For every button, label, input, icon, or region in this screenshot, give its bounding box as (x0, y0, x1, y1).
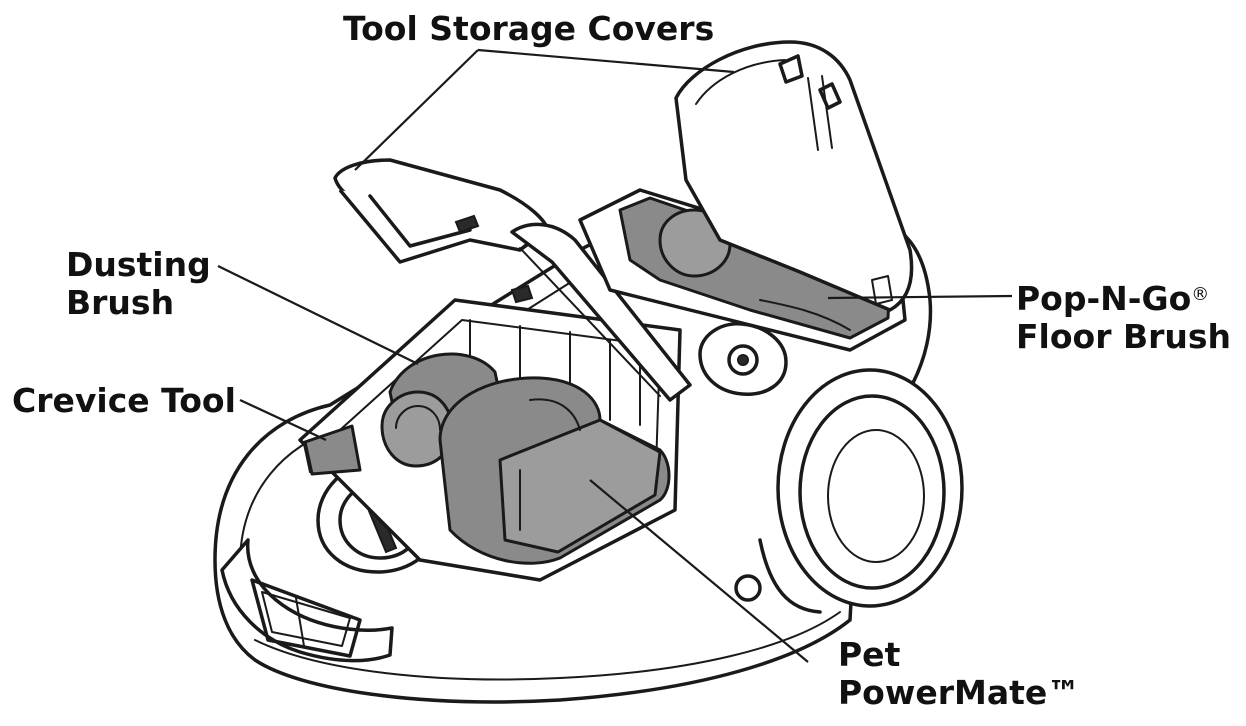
label-dusting-brush: Dusting Brush (66, 246, 211, 322)
rear-storage-cover (674, 40, 914, 312)
label-tool-storage-covers: Tool Storage Covers (343, 9, 715, 48)
leader-tool-storage-front (354, 49, 479, 171)
leader-pop-n-go (827, 294, 1013, 300)
label-dusting-brush-line1: Dusting (66, 245, 211, 284)
label-pet-powermate-line2: PowerMate™ (838, 673, 1081, 712)
label-pop-n-go-line2: Floor Brush (1016, 317, 1232, 356)
leader-lines (217, 48, 1013, 663)
label-pop-n-go-floor-brush: Pop-N-Go® Floor Brush (1016, 280, 1231, 356)
label-pet-powermate-line1: Pet (838, 635, 901, 674)
leader-pet-powermate (589, 479, 809, 663)
label-pop-n-go-line1: Pop-N-Go (1016, 279, 1192, 318)
pet-powermate-shape (438, 376, 671, 565)
power-button (698, 322, 788, 396)
side-caster (734, 574, 762, 602)
front-storage-cover (333, 158, 550, 264)
crevice-tool-shape (303, 424, 362, 476)
leader-dusting-brush (217, 265, 419, 365)
leader-crevice-tool (239, 399, 327, 441)
front-bumper (220, 538, 394, 663)
label-pet-powermate: Pet PowerMate™ (838, 636, 1080, 712)
label-dusting-brush-line2: Brush (66, 283, 175, 322)
center-hinge-cover (510, 222, 692, 402)
label-crevice-tool: Crevice Tool (12, 381, 236, 420)
leader-tool-storage-rear (477, 48, 735, 74)
rear-wheel (758, 368, 964, 614)
registered-mark: ® (1191, 284, 1210, 305)
